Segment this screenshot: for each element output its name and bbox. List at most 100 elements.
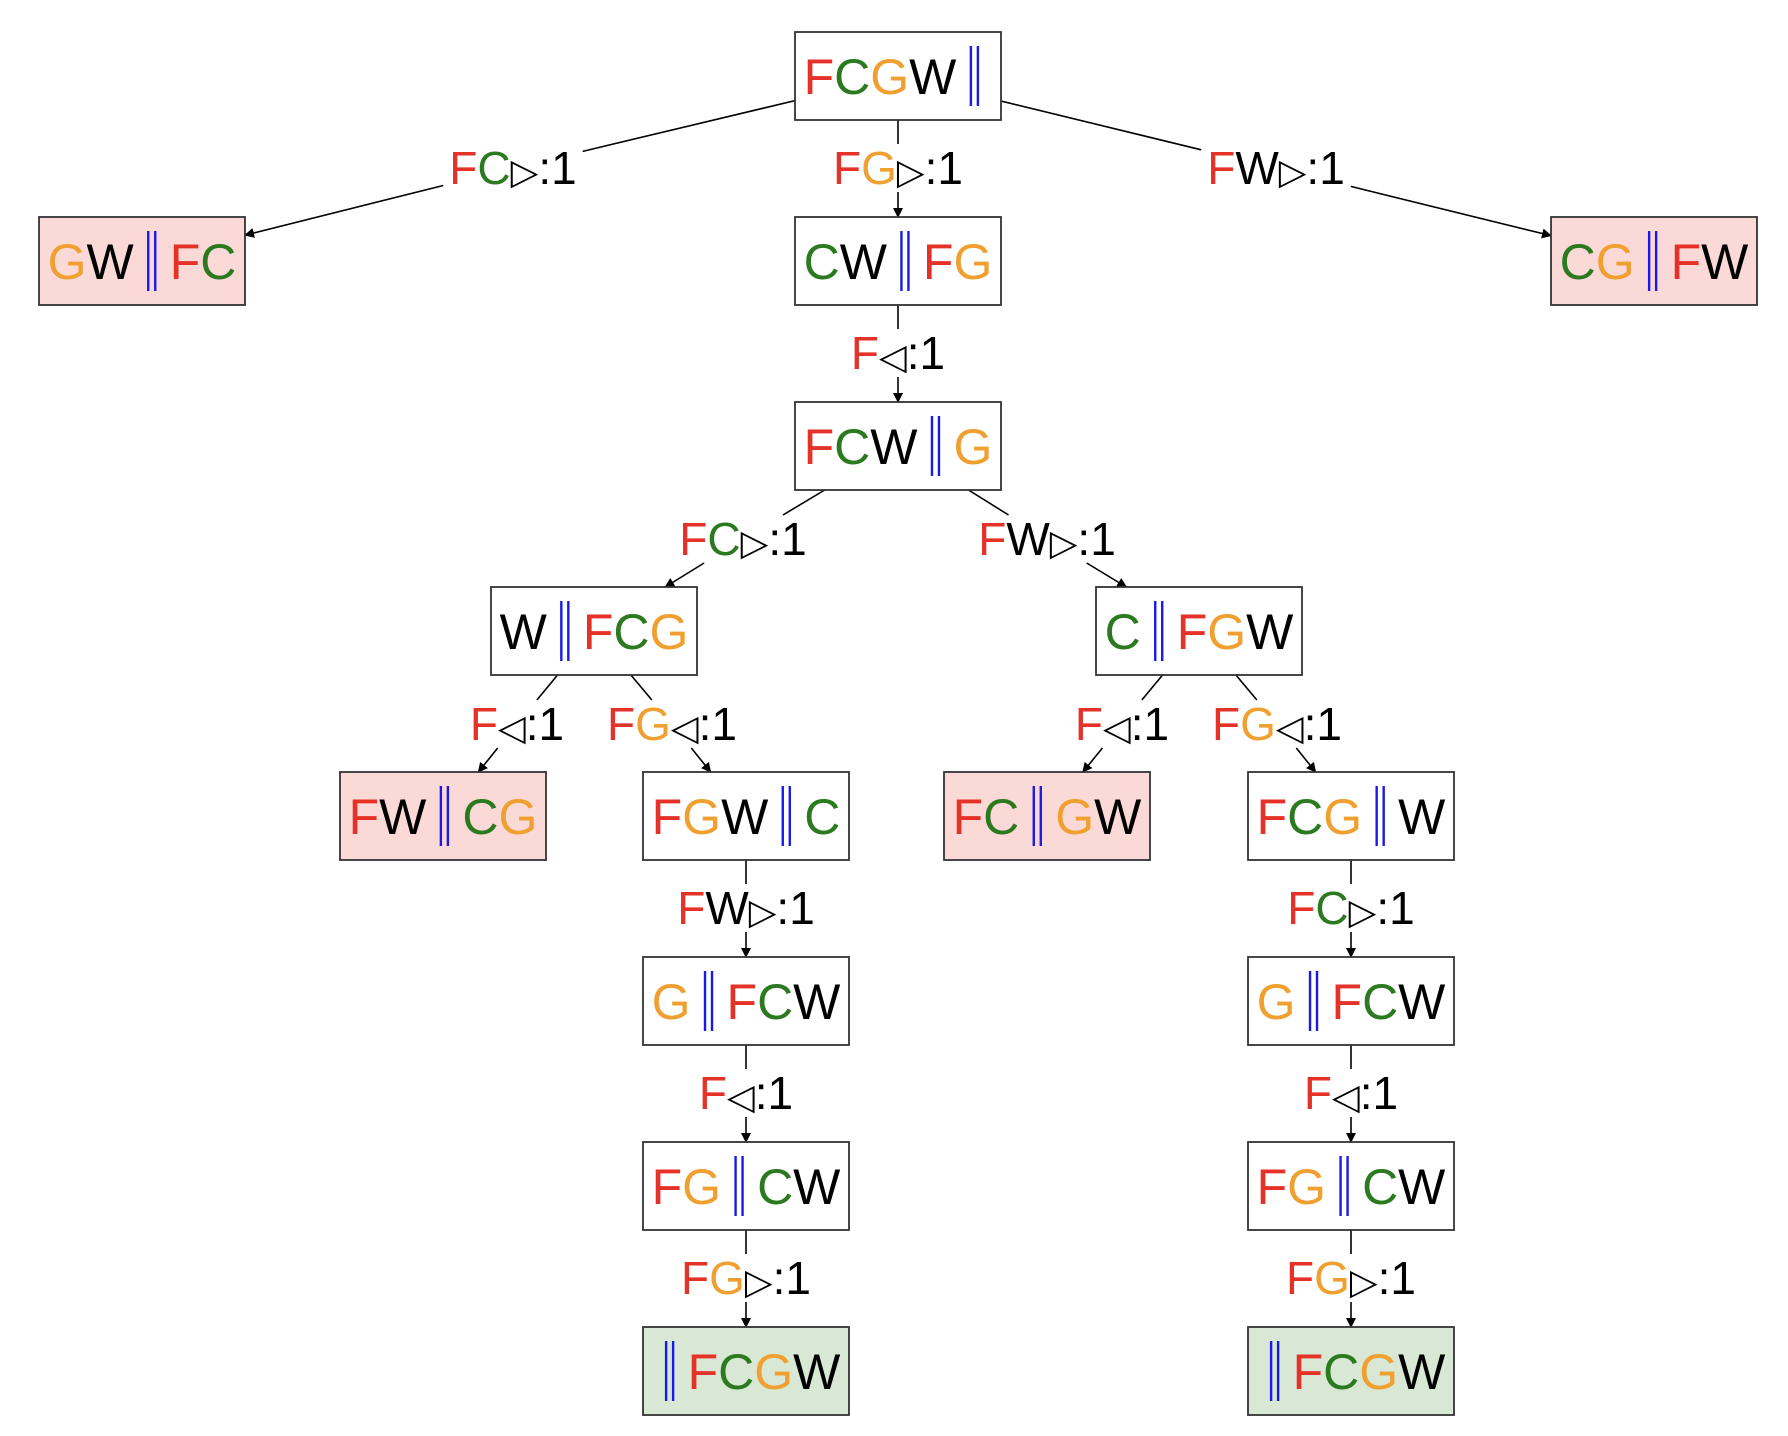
- triangle-right-icon: ▷: [897, 151, 925, 192]
- river-gap: [1141, 616, 1177, 657]
- transition-label: FC▷:1: [449, 142, 576, 194]
- edge-segment-upper: [782, 489, 826, 516]
- state-box: [642, 1326, 850, 1416]
- edge-segment-upper: [1000, 100, 1202, 151]
- edge-segment-arrow: [1350, 185, 1552, 239]
- transition-label: F◁:1: [470, 698, 564, 750]
- state-box: [1247, 956, 1455, 1046]
- double-bar-icon: [1032, 786, 1042, 846]
- state-label: C FGW: [1105, 604, 1295, 660]
- state-label: CW FG: [804, 234, 993, 290]
- right-bank-items: FG: [923, 234, 992, 290]
- triangle-right-icon: ▷: [1350, 1261, 1378, 1302]
- river-gap: [1296, 986, 1332, 1027]
- state-box: [794, 31, 1002, 121]
- double-bar-icon: [734, 1156, 744, 1216]
- state-node-n7: FW CG: [339, 771, 547, 861]
- transition-edge-n5-n7: F◁:1: [470, 674, 564, 773]
- transition-label: FC▷:1: [1287, 882, 1414, 934]
- transition-cost: :1: [1304, 698, 1342, 750]
- river-gap: [1019, 801, 1055, 842]
- left-bank-items: FG: [652, 1159, 721, 1215]
- state-node-n4: FCW G: [794, 401, 1002, 491]
- transition-cost: :1: [1077, 513, 1115, 565]
- transition-edge-n2-n4: F◁:1: [851, 305, 945, 403]
- state-box: [642, 771, 850, 861]
- state-box: [1247, 1141, 1455, 1231]
- state-node-n2: CW FG: [794, 216, 1002, 306]
- right-bank-items: FCW: [727, 974, 842, 1030]
- left-bank-items: CW: [804, 234, 888, 290]
- transition-cost: :1: [768, 513, 806, 565]
- river-gap: [1362, 801, 1398, 842]
- triangle-right-icon: ▷: [511, 151, 539, 192]
- triangle-left-icon: ◁: [727, 1076, 755, 1117]
- state-label: FC GW: [953, 789, 1143, 845]
- left-bank-items: FGW: [652, 789, 769, 845]
- transition-cost: :1: [538, 142, 576, 194]
- state-node-n6: C FGW: [1095, 586, 1303, 676]
- right-bank-items: FCW: [1332, 974, 1447, 1030]
- right-bank-items: FGW: [1177, 604, 1294, 660]
- edge-segment-arrow: [1295, 747, 1317, 773]
- river-gap: [1635, 246, 1671, 287]
- state-box: [1247, 1326, 1455, 1416]
- left-bank-items: FCG: [1257, 789, 1363, 845]
- river-gap: [768, 801, 804, 842]
- state-label: FW CG: [349, 789, 538, 845]
- transition-label: F◁:1: [851, 327, 945, 379]
- transition-edge-n4-n6: FW▷:1: [968, 489, 1128, 588]
- transition-cost: :1: [526, 698, 564, 750]
- state-label: G FCW: [1257, 974, 1447, 1030]
- triangle-left-icon: ◁: [879, 336, 907, 377]
- double-bar-icon: [664, 1341, 675, 1401]
- transition-label: F◁:1: [1304, 1067, 1398, 1119]
- state-node-n5: W FCG: [490, 586, 698, 676]
- edge-segment-upper: [968, 489, 1009, 516]
- state-box: [1550, 216, 1758, 306]
- state-node-n16: FCGW: [1247, 1326, 1455, 1416]
- transition-edge-n13-n15: FG▷:1: [681, 1230, 811, 1328]
- triangle-left-icon: ◁: [1276, 707, 1304, 748]
- state-box: [1247, 771, 1455, 861]
- state-box: [490, 586, 698, 676]
- state-label: CG FW: [1560, 234, 1750, 290]
- transition-label: F◁:1: [1075, 698, 1169, 750]
- state-box: [794, 216, 1002, 306]
- double-bar-icon: [930, 416, 941, 476]
- triangle-right-icon: ▷: [1050, 522, 1078, 563]
- right-bank-items: G: [953, 419, 992, 475]
- state-label: FCG W: [1257, 789, 1447, 845]
- double-bar-icon: [781, 786, 791, 846]
- edge-segment-upper: [536, 674, 559, 701]
- double-bar-icon: [703, 971, 714, 1031]
- transition-cost: :1: [1376, 882, 1414, 934]
- transition-cost: :1: [907, 327, 945, 379]
- double-bar-icon: [1339, 1156, 1349, 1216]
- edge-segment-arrow: [1082, 747, 1104, 773]
- right-bank-items: C: [804, 789, 840, 845]
- double-bar-icon: [900, 231, 910, 291]
- state-box: [943, 771, 1151, 861]
- state-label: FCGW: [1257, 1344, 1447, 1400]
- transition-edge-n0-n3: FW▷:1: [1000, 100, 1552, 239]
- river-gap: [1326, 1171, 1362, 1212]
- double-bar-icon: [147, 231, 157, 291]
- transition-label: FW▷:1: [1207, 142, 1345, 194]
- transition-edge-n12-n14: F◁:1: [1304, 1045, 1398, 1143]
- state-node-n0: FCGW: [794, 31, 1002, 121]
- state-label: G FCW: [652, 974, 842, 1030]
- right-bank-items: FW: [1671, 234, 1750, 290]
- left-bank-items: G: [652, 974, 691, 1030]
- double-bar-icon: [969, 46, 980, 106]
- double-bar-icon: [439, 786, 450, 846]
- transition-cost: :1: [1306, 142, 1344, 194]
- transition-edge-n14-n16: FG▷:1: [1286, 1230, 1416, 1328]
- triangle-left-icon: ◁: [1103, 707, 1131, 748]
- right-bank-items: CG: [462, 789, 537, 845]
- double-bar-icon: [1269, 1341, 1280, 1401]
- left-bank-items: FCW: [804, 419, 919, 475]
- transition-edge-n5-n8: FG◁:1: [607, 674, 737, 773]
- left-bank-items: CG: [1560, 234, 1635, 290]
